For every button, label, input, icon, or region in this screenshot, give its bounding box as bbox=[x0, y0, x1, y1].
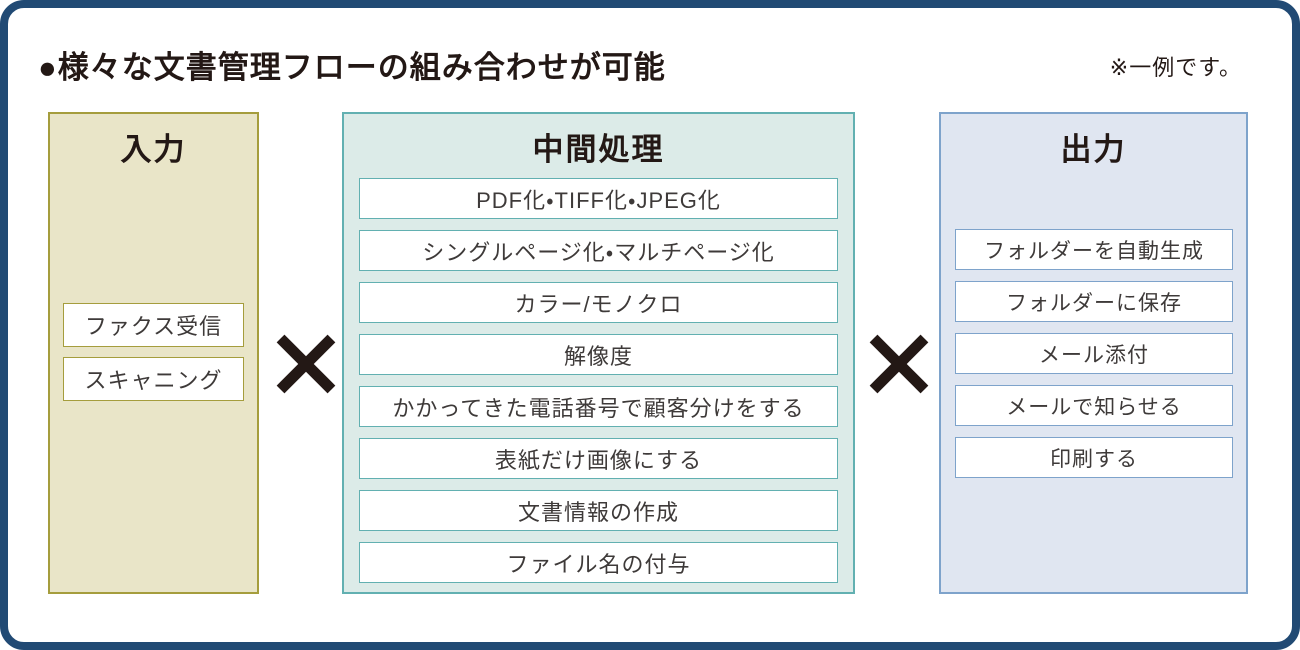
output-item: 印刷する bbox=[955, 437, 1233, 478]
input-column-title: 入力 bbox=[120, 132, 187, 167]
output-column-title: 出力 bbox=[1060, 132, 1127, 167]
input-item-scan: スキャニング bbox=[63, 357, 244, 401]
output-item: メール添付 bbox=[955, 333, 1233, 374]
multiply-icon bbox=[865, 330, 933, 398]
process-item: 表紙だけ画像にする bbox=[359, 438, 838, 479]
output-item: メールで知らせる bbox=[955, 385, 1233, 426]
process-column-title: 中間処理 bbox=[532, 132, 665, 167]
output-column: 出力 フォルダーを自動生成 フォルダーに保存 メール添付 メールで知らせる 印刷… bbox=[939, 112, 1248, 594]
input-column: 入力 ファクス受信 スキャニング bbox=[48, 112, 259, 594]
input-item-fax: ファクス受信 bbox=[63, 303, 244, 347]
process-item: 文書情報の作成 bbox=[359, 490, 838, 531]
process-item: かかってきた電話番号で顧客分けをする bbox=[359, 386, 838, 427]
output-item: フォルダーに保存 bbox=[955, 281, 1233, 322]
output-item: フォルダーを自動生成 bbox=[955, 229, 1233, 270]
page-title: ●様々な文書管理フローの組み合わせが可能 bbox=[38, 50, 666, 85]
process-item: PDF化・TIFF化・JPEG化 bbox=[359, 178, 838, 219]
process-item: ファイル名の付与 bbox=[359, 542, 838, 583]
process-column: 中間処理 PDF化・TIFF化・JPEG化 シングルページ化・マルチページ化 カ… bbox=[342, 112, 855, 594]
process-item: シングルページ化・マルチページ化 bbox=[359, 230, 838, 271]
example-note: ※一例です。 bbox=[1109, 55, 1242, 80]
process-item: カラー/モノクロ bbox=[359, 282, 838, 323]
process-item: 解像度 bbox=[359, 334, 838, 375]
multiply-icon bbox=[272, 330, 340, 398]
